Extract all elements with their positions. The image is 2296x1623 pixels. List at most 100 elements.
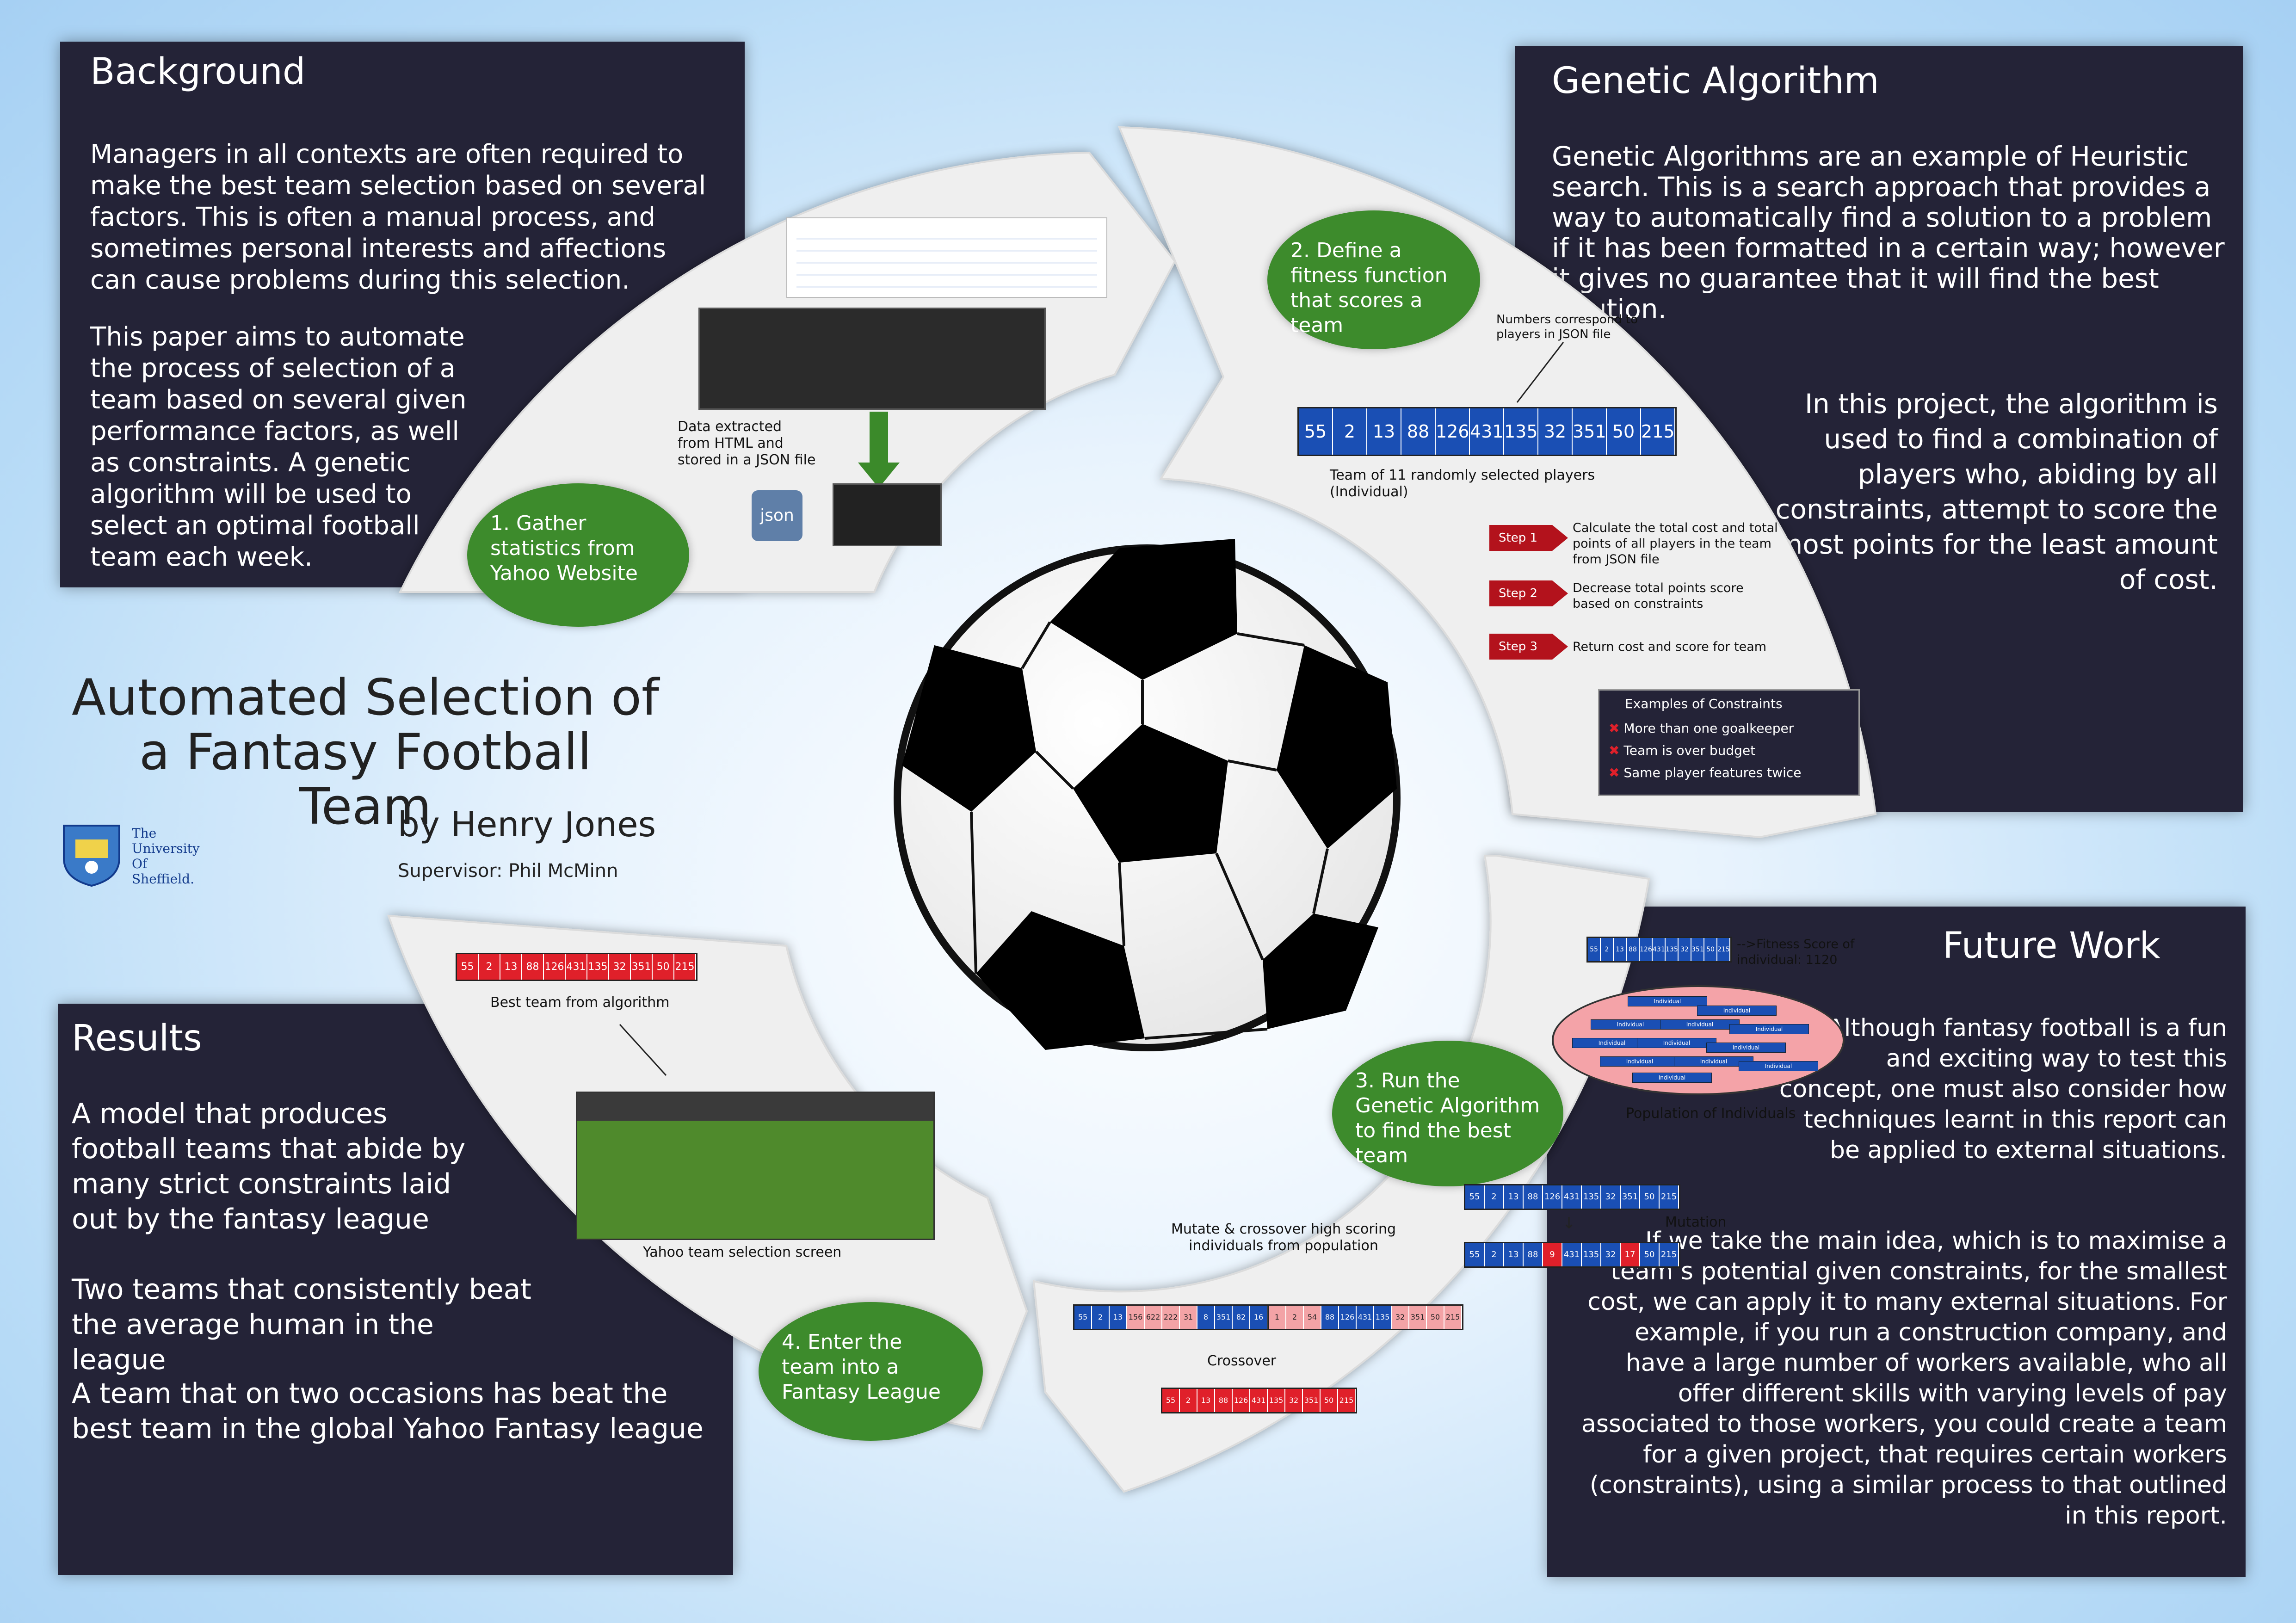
gene-cell: 135 — [1374, 1306, 1392, 1329]
individual-bar: Individual — [1632, 1073, 1712, 1083]
gene-cell: 351 — [1691, 938, 1704, 961]
gene-cell: 13 — [500, 954, 522, 980]
gene-cell: 135 — [1582, 1243, 1601, 1266]
gene-cell: 431 — [566, 954, 587, 980]
gene-cell: 126 — [1640, 938, 1653, 961]
football-icon — [894, 539, 1401, 1051]
gene-cell: 32 — [1679, 938, 1691, 961]
step4-bubble: 4. Enter the team into a Fantasy League — [759, 1302, 983, 1441]
gene-cell: 13 — [1197, 1389, 1215, 1412]
individual-bar: Individual — [1697, 1006, 1777, 1016]
gene-cell: 215 — [674, 954, 696, 980]
background-para2: This paper aims to automate the process … — [90, 322, 467, 572]
gene-cell: 88 — [1524, 1185, 1543, 1209]
supervisor: Supervisor: Phil McMinn — [398, 860, 618, 882]
gene-cell: 13 — [1614, 938, 1627, 961]
gene-cell: 215 — [1338, 1389, 1356, 1412]
gene-cell: 431 — [1250, 1389, 1268, 1412]
fitness-score-note: -->Fitness Score of individual: 1120 — [1737, 937, 1855, 967]
future-para1: Although fantasy football is a fun and e… — [1779, 1014, 2227, 1164]
gene-cell: 88 — [1524, 1243, 1543, 1266]
background-heading: Background — [90, 51, 306, 93]
gene-cell: 351 — [1215, 1306, 1233, 1329]
gene-cell: 55 — [457, 954, 479, 980]
cross-icon: ✖ — [1609, 721, 1620, 736]
gene-cell: 16 — [1250, 1306, 1268, 1329]
json-file-icon: json — [752, 490, 802, 541]
page-title: Automated Selection of a Fantasy Footbal… — [72, 669, 659, 836]
gene-cell: 2 — [1485, 1185, 1504, 1209]
future-para2: If we take the main idea, which is to ma… — [1581, 1227, 2227, 1530]
individual-bar: Individual — [1600, 1056, 1679, 1067]
gene-cell: 50 — [1321, 1389, 1338, 1412]
gene-cell: 135 — [587, 954, 609, 980]
constraint-item: ✖ More than one goalkeeper — [1609, 721, 1794, 736]
individual-bar: Individual — [1729, 1024, 1809, 1034]
numbers-note: Numbers correspond to players in JSON fi… — [1496, 313, 1638, 341]
gene-cell: 431 — [1470, 408, 1504, 455]
down-arrow-icon: ↓ — [1562, 1214, 1576, 1233]
gene-cell: 50 — [653, 954, 674, 980]
genetic-heading: Genetic Algorithm — [1552, 60, 1879, 102]
gene-cell: 351 — [1621, 1185, 1640, 1209]
gene-cell: 135 — [1666, 938, 1679, 961]
gene-cell: 431 — [1562, 1243, 1582, 1266]
gene-cell: 32 — [1285, 1389, 1303, 1412]
gene-cell: 82 — [1233, 1306, 1250, 1329]
gene-cell: 55 — [1162, 1389, 1180, 1412]
genetic-para1: Genetic Algorithms are an example of Heu… — [1552, 141, 2225, 325]
gene-cell: 126 — [1339, 1306, 1357, 1329]
step2-bubble: 2. Define a fitness function that scores… — [1267, 210, 1480, 349]
constraints-title: Examples of Constraints — [1625, 696, 1783, 711]
results-para2: Two teams that consistently beat the ave… — [72, 1273, 531, 1376]
mutate-caption: Mutate & crossover high scoring individu… — [1171, 1221, 1396, 1254]
results-para1: A model that produces football teams tha… — [72, 1098, 466, 1235]
step3-bubble: 3. Run the Genetic Algorithm to find the… — [1332, 1041, 1563, 1186]
gene-cell: 135 — [1504, 408, 1538, 455]
gene-cell: 9 — [1543, 1243, 1562, 1266]
gene-cell: 50 — [1640, 1243, 1660, 1266]
gene-cell: 126 — [1436, 408, 1470, 455]
step3-tag: Step 3 — [1489, 634, 1568, 660]
gene-cell: 88 — [1215, 1389, 1233, 1412]
individual-bar: Individual — [1739, 1061, 1818, 1071]
constraint-item: ✖ Team is over budget — [1609, 743, 1756, 758]
step1-text: Calculate the total cost and total point… — [1573, 521, 1778, 567]
gene-cell: 88 — [1321, 1306, 1339, 1329]
gene-cell: 351 — [1573, 408, 1607, 455]
gene-cell: 126 — [1233, 1389, 1250, 1412]
gene-cell: 55 — [1074, 1306, 1092, 1329]
future-heading: Future Work — [1943, 925, 2160, 967]
pointer-line — [619, 1024, 667, 1076]
gene-cell: 88 — [1401, 408, 1436, 455]
gene-cell: 431 — [1357, 1306, 1374, 1329]
individual-bar: Individual — [1572, 1038, 1652, 1048]
gene-cell: 32 — [1601, 1185, 1621, 1209]
team-caption: Team of 11 randomly selected players (In… — [1330, 467, 1595, 500]
gene-cell: 126 — [544, 954, 566, 980]
gene-cell: 2 — [1092, 1306, 1110, 1329]
gene-cell: 2 — [1286, 1306, 1304, 1329]
json-snippet — [833, 483, 942, 546]
best-team-caption: Best team from algorithm — [490, 994, 670, 1011]
gene-cell: 351 — [1409, 1306, 1427, 1329]
gene-cell: 50 — [1607, 408, 1641, 455]
gene-cell: 55 — [1465, 1185, 1485, 1209]
gene-cell: 32 — [609, 954, 631, 980]
individual-bar: Individual — [1637, 1038, 1716, 1048]
gene-cell: 8 — [1197, 1306, 1215, 1329]
gene-cell: 215 — [1444, 1306, 1462, 1329]
html-source-snippet — [698, 308, 1046, 410]
gene-cell: 2 — [479, 954, 500, 980]
gene-cell: 32 — [1601, 1243, 1621, 1266]
yahoo-caption: Yahoo team selection screen — [643, 1244, 842, 1260]
university-crest-icon — [63, 825, 120, 887]
mutation-label: Mutation — [1665, 1214, 1727, 1230]
step2-text: Decrease total points score based on con… — [1573, 581, 1744, 611]
